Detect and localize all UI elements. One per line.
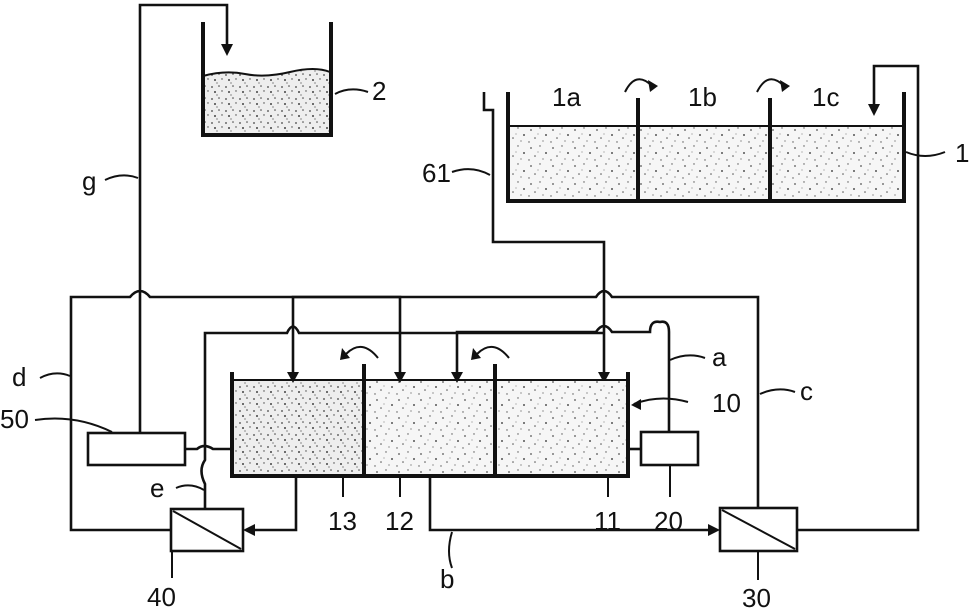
label-g: g <box>82 166 96 196</box>
label-c: c <box>800 376 813 406</box>
tank-1-fill <box>508 126 903 201</box>
tank-2-surface <box>202 68 331 77</box>
overflow-arrow-12-13-icon <box>345 346 379 359</box>
arrow-line-a <box>451 372 463 383</box>
label-a: a <box>712 342 727 372</box>
line-13-to-unit-40 <box>251 476 298 532</box>
overflow-arrow-1b-1c-icon <box>756 78 785 93</box>
leader-61 <box>451 168 491 176</box>
tank-2 <box>201 22 333 137</box>
leader-50 <box>34 417 113 433</box>
leader-g <box>104 174 139 181</box>
leader-e <box>175 484 205 491</box>
label-30: 30 <box>742 583 771 610</box>
leader-10 <box>633 397 689 405</box>
cell-11-fill <box>496 380 626 475</box>
line-tank-to-unit-50 <box>185 444 232 451</box>
tank-10 <box>230 346 630 478</box>
leader-1 <box>905 151 946 157</box>
line-61 <box>482 92 606 375</box>
label-50: 50 <box>0 404 29 434</box>
overflow-arrowhead-1 <box>648 80 658 92</box>
cell-13-fill <box>232 380 362 475</box>
leader-c <box>759 388 796 395</box>
arrow-into-cell-11 <box>598 372 610 383</box>
label-1: 1 <box>955 138 969 168</box>
overflow-arrow-1a-1b-icon <box>624 78 653 93</box>
arrow-line-d <box>394 372 406 383</box>
arrow-into-tank-2 <box>221 44 233 56</box>
line-b <box>428 476 712 532</box>
arrow-line-c <box>287 372 299 383</box>
leader-2 <box>334 88 369 95</box>
unit-20-box <box>639 430 700 467</box>
overflow-arrow-11-12-icon <box>476 346 510 359</box>
line-a <box>455 320 671 432</box>
cell-12-fill <box>364 380 494 475</box>
overflow-arrowhead-3 <box>340 348 350 360</box>
label-10: 10 <box>712 388 741 418</box>
label-e: e <box>150 473 164 503</box>
label-2: 2 <box>372 76 386 106</box>
label-11: 11 <box>594 506 621 536</box>
overflow-arrowhead-2 <box>780 80 790 92</box>
label-1c: 1c <box>812 82 839 112</box>
line-to-cell-11 <box>203 325 605 449</box>
line-30-to-tank-1 <box>797 64 920 532</box>
tank-1-walls <box>506 92 906 203</box>
tank-1 <box>506 78 906 203</box>
label-b: b <box>440 564 454 594</box>
label-13: 13 <box>328 506 357 536</box>
unit-30-membrane <box>718 506 799 553</box>
label-40: 40 <box>147 582 176 610</box>
overflow-arrowhead-4 <box>471 348 481 360</box>
label-d: d <box>12 362 26 392</box>
tank-2-walls <box>201 22 333 137</box>
arrow-into-tank-1 <box>868 104 880 116</box>
leader-d <box>39 372 71 379</box>
label-1b: 1b <box>688 82 717 112</box>
line-g-to-tank-2 <box>138 3 229 433</box>
label-12: 12 <box>385 506 414 536</box>
label-20: 20 <box>654 506 683 536</box>
unit-40-membrane <box>169 507 245 553</box>
line-e <box>200 449 207 509</box>
leader-b <box>448 531 453 569</box>
label-1a: 1a <box>552 82 581 112</box>
unit-50-box <box>86 431 187 467</box>
line-d <box>69 289 402 532</box>
arrow-leader-10 <box>631 399 641 410</box>
label-61: 61 <box>422 158 451 188</box>
line-c <box>291 289 760 508</box>
arrow-into-unit-40 <box>243 524 255 536</box>
arrow-line-b <box>708 524 720 536</box>
leader-a <box>669 354 706 361</box>
tank-2-fill <box>203 69 330 135</box>
